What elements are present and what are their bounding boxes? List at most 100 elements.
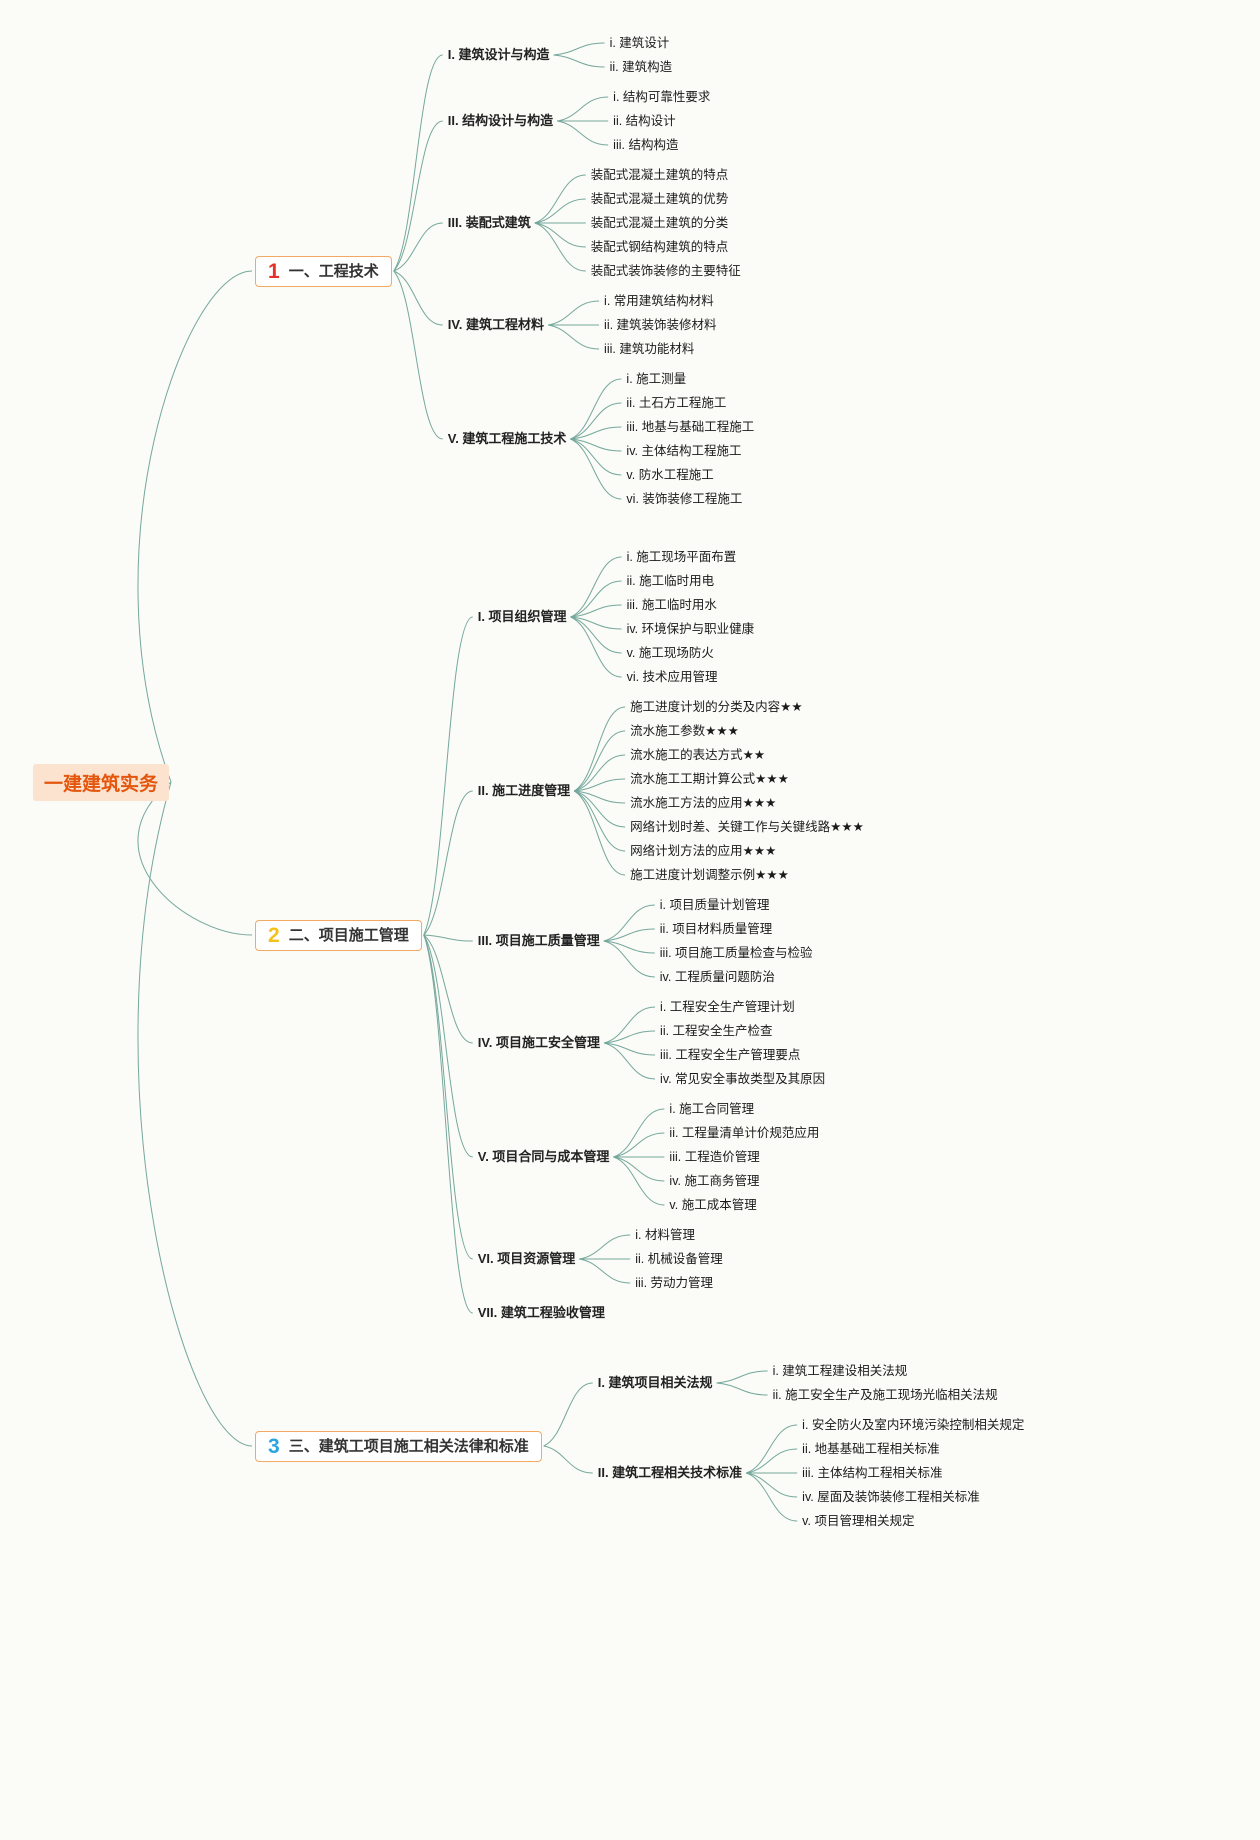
leaf-label[interactable]: ii. 结构设计 — [613, 113, 676, 128]
subtopic-label[interactable]: IV. 建筑工程材料 — [447, 317, 545, 332]
subtopic-label[interactable]: VII. 建筑工程验收管理 — [477, 1305, 605, 1320]
leaf-topic-node: 装配式混凝土建筑的优势 — [589, 187, 743, 211]
subtopic-node: II. 建筑工程相关技术标准 i. 安全防火及室内环境污染控制相关规定 ii. 地基… — [596, 1413, 1027, 1533]
subtopic-node: I. 建筑设计与构造 i. 建筑设计 ii. 建筑构造 — [446, 31, 756, 79]
children-group: i. 安全防火及室内环境污染控制相关规定 ii. 地基基础工程相关标准 iii. 主… — [800, 1413, 1026, 1533]
branch-title: 一、工程技术 — [288, 262, 379, 280]
subtopic-label[interactable]: III. 项目施工质量管理 — [477, 933, 600, 948]
children-group: I. 建筑项目相关法规 i. 建筑工程建设相关法规 ii. 施工安全生产及施工现场光… — [596, 1356, 1027, 1536]
subtopic-label[interactable]: V. 项目合同与成本管理 — [477, 1149, 610, 1164]
leaf-topic-node: ii. 项目材料质量管理 — [658, 917, 815, 941]
leaf-label[interactable]: iii. 主体结构工程相关标准 — [802, 1465, 943, 1480]
subtopic-label[interactable]: II. 施工进度管理 — [477, 783, 571, 798]
leaf-label[interactable]: vi. 装饰装修工程施工 — [626, 491, 743, 506]
leaf-label[interactable]: i. 施工测量 — [626, 371, 687, 386]
leaf-label[interactable]: 流水施工工期计算公式★★★ — [630, 771, 789, 786]
leaf-label[interactable]: iv. 常见安全事故类型及其原因 — [660, 1071, 826, 1086]
leaf-label[interactable]: 装配式混凝土建筑的分类 — [590, 215, 729, 230]
children-group: 装配式混凝土建筑的特点装配式混凝土建筑的优势装配式混凝土建筑的分类装配式钢结构建… — [589, 163, 743, 283]
leaf-label[interactable]: iii. 地基与基础工程施工 — [626, 419, 755, 434]
leaf-topic-node: 流水施工参数★★★ — [628, 719, 866, 743]
leaf-label[interactable]: iii. 项目施工质量检查与检验 — [659, 945, 813, 960]
leaf-label[interactable]: i. 项目质量计划管理 — [659, 897, 770, 912]
children-group: i. 施工合同管理 ii. 工程量清单计价规范应用 iii. 工程造价管理 iv. 施… — [667, 1097, 821, 1217]
leaf-label[interactable]: ii. 施工临时用电 — [626, 573, 715, 588]
leaf-topic-node: i. 安全防火及室内环境污染控制相关规定 — [800, 1413, 1026, 1437]
branch-title: 三、建筑工项目施工相关法律和标准 — [288, 1437, 529, 1455]
leaf-label[interactable]: 施工进度计划调整示例★★★ — [630, 867, 789, 882]
leaf-label[interactable]: ii. 机械设备管理 — [635, 1251, 723, 1266]
leaf-label[interactable]: 施工进度计划的分类及内容★★ — [630, 699, 803, 714]
leaf-label[interactable]: iv. 工程质量问题防治 — [659, 969, 775, 984]
leaf-label[interactable]: iii. 施工临时用水 — [626, 597, 717, 612]
leaf-label[interactable]: iii. 工程安全生产管理要点 — [660, 1047, 801, 1062]
leaf-topic-node: ii. 施工临时用电 — [625, 569, 757, 593]
subtopic-label[interactable]: I. 项目组织管理 — [477, 609, 567, 624]
leaf-label[interactable]: v. 施工成本管理 — [669, 1197, 757, 1212]
leaf-label[interactable]: iii. 建筑功能材料 — [604, 341, 695, 356]
leaf-label[interactable]: 流水施工方法的应用★★★ — [630, 795, 777, 810]
leaf-label[interactable]: ii. 工程量清单计价规范应用 — [669, 1125, 820, 1140]
leaf-label[interactable]: ii. 建筑装饰装修材料 — [604, 317, 717, 332]
leaf-label[interactable]: iv. 屋面及装饰装修工程相关标准 — [802, 1489, 980, 1504]
leaf-label[interactable]: vi. 技术应用管理 — [626, 669, 718, 684]
leaf-label[interactable]: 网络计划时差、关键工作与关键线路★★★ — [630, 819, 864, 834]
leaf-topic-node: ii. 工程量清单计价规范应用 — [667, 1121, 821, 1145]
leaf-label[interactable]: ii. 建筑构造 — [609, 59, 673, 74]
leaf-label[interactable]: 流水施工的表达方式★★ — [630, 747, 766, 762]
leaf-label[interactable]: 装配式混凝土建筑的优势 — [590, 191, 729, 206]
leaf-label[interactable]: i. 施工合同管理 — [669, 1101, 755, 1116]
leaf-label[interactable]: i. 建筑设计 — [609, 35, 670, 50]
subtopic-node: II. 结构设计与构造 i. 结构可靠性要求 ii. 结构设计 iii. 结构构造 — [446, 85, 756, 157]
subtopic-node: VII. 建筑工程验收管理 — [476, 1301, 866, 1325]
leaf-label[interactable]: 装配式装饰装修的主要特征 — [590, 263, 741, 278]
leaf-label[interactable]: iv. 施工商务管理 — [669, 1173, 760, 1188]
leaf-topic-node: 装配式装饰装修的主要特征 — [589, 259, 743, 283]
subtopic-label[interactable]: I. 建筑项目相关法规 — [597, 1375, 713, 1390]
leaf-topic-node: iv. 主体结构工程施工 — [624, 439, 756, 463]
leaf-topic-node: 装配式混凝土建筑的特点 — [589, 163, 743, 187]
leaf-label[interactable]: 装配式钢结构建筑的特点 — [590, 239, 729, 254]
leaf-topic-node: 流水施工的表达方式★★ — [628, 743, 866, 767]
subtopic-label[interactable]: II. 建筑工程相关技术标准 — [597, 1465, 743, 1480]
leaf-label[interactable]: i. 安全防火及室内环境污染控制相关规定 — [802, 1417, 1025, 1432]
leaf-label[interactable]: i. 结构可靠性要求 — [613, 89, 711, 104]
leaf-label[interactable]: 装配式混凝土建筑的特点 — [590, 167, 729, 182]
leaf-label[interactable]: iii. 工程造价管理 — [669, 1149, 760, 1164]
leaf-label[interactable]: 流水施工参数★★★ — [630, 723, 739, 738]
subtopic-label[interactable]: II. 结构设计与构造 — [447, 113, 554, 128]
root-topic[interactable]: 一建建筑实务 — [33, 763, 170, 801]
leaf-label[interactable]: ii. 工程安全生产检查 — [660, 1023, 773, 1038]
leaf-label[interactable]: ii. 施工安全生产及施工现场光临相关法规 — [772, 1387, 998, 1402]
subtopic-label[interactable]: III. 装配式建筑 — [447, 215, 531, 230]
leaf-label[interactable]: v. 施工现场防火 — [626, 645, 714, 660]
leaf-label[interactable]: iii. 劳动力管理 — [635, 1275, 714, 1290]
leaf-topic-node: iv. 屋面及装饰装修工程相关标准 — [800, 1485, 1026, 1509]
leaf-label[interactable]: iv. 环境保护与职业健康 — [626, 621, 755, 636]
leaf-label[interactable]: i. 常用建筑结构材料 — [604, 293, 714, 308]
leaf-label[interactable]: v. 项目管理相关规定 — [802, 1513, 915, 1528]
leaf-topic-node: i. 施工现场平面布置 — [625, 545, 757, 569]
leaf-label[interactable]: iv. 主体结构工程施工 — [626, 443, 742, 458]
subtopic-node: IV. 项目施工安全管理 i. 工程安全生产管理计划 ii. 工程安全生产检查 iii… — [476, 995, 866, 1091]
branch-number: 3 — [268, 1434, 280, 1458]
leaf-label[interactable]: 网络计划方法的应用★★★ — [630, 843, 777, 858]
leaf-label[interactable]: i. 工程安全生产管理计划 — [660, 999, 795, 1014]
leaf-label[interactable]: ii. 地基基础工程相关标准 — [802, 1441, 940, 1456]
leaf-label[interactable]: i. 施工现场平面布置 — [626, 549, 737, 564]
leaf-label[interactable]: ii. 土石方工程施工 — [626, 395, 727, 410]
subtopic-label[interactable]: I. 建筑设计与构造 — [447, 47, 550, 62]
subtopic-label[interactable]: VI. 项目资源管理 — [477, 1251, 576, 1266]
subtopic-label[interactable]: V. 建筑工程施工技术 — [447, 431, 567, 446]
leaf-label[interactable]: i. 建筑工程建设相关法规 — [772, 1363, 908, 1378]
leaf-topic-node: ii. 工程安全生产检查 — [658, 1019, 827, 1043]
leaf-label[interactable]: v. 防水工程施工 — [626, 467, 714, 482]
leaf-label[interactable]: i. 材料管理 — [635, 1227, 695, 1242]
subtopic-label[interactable]: IV. 项目施工安全管理 — [477, 1035, 601, 1050]
leaf-label[interactable]: iii. 结构构造 — [613, 137, 679, 152]
leaf-label[interactable]: ii. 项目材料质量管理 — [659, 921, 773, 936]
branch-topic[interactable]: 3 三、建筑工项目施工相关法律和标准 — [255, 1430, 542, 1462]
